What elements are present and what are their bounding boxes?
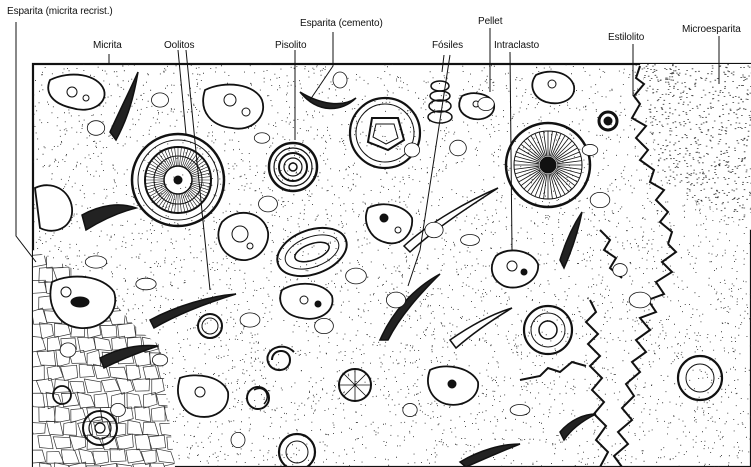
label-pisolito: Pisolito [275, 40, 306, 51]
label-microesparita: Microesparita [682, 24, 741, 35]
label-esparita-cemento: Esparita (cemento) [300, 18, 383, 29]
label-estilolito: Estilolito [608, 32, 644, 43]
label-fosiles: Fósiles [432, 40, 463, 51]
label-micrita: Micrita [93, 40, 122, 51]
label-oolitos: Oolitos [164, 40, 194, 51]
label-intraclasto: Intraclasto [494, 40, 539, 51]
label-pellet: Pellet [478, 16, 502, 27]
label-esparita-recrist: Esparita (micrita recrist.) [7, 6, 113, 17]
